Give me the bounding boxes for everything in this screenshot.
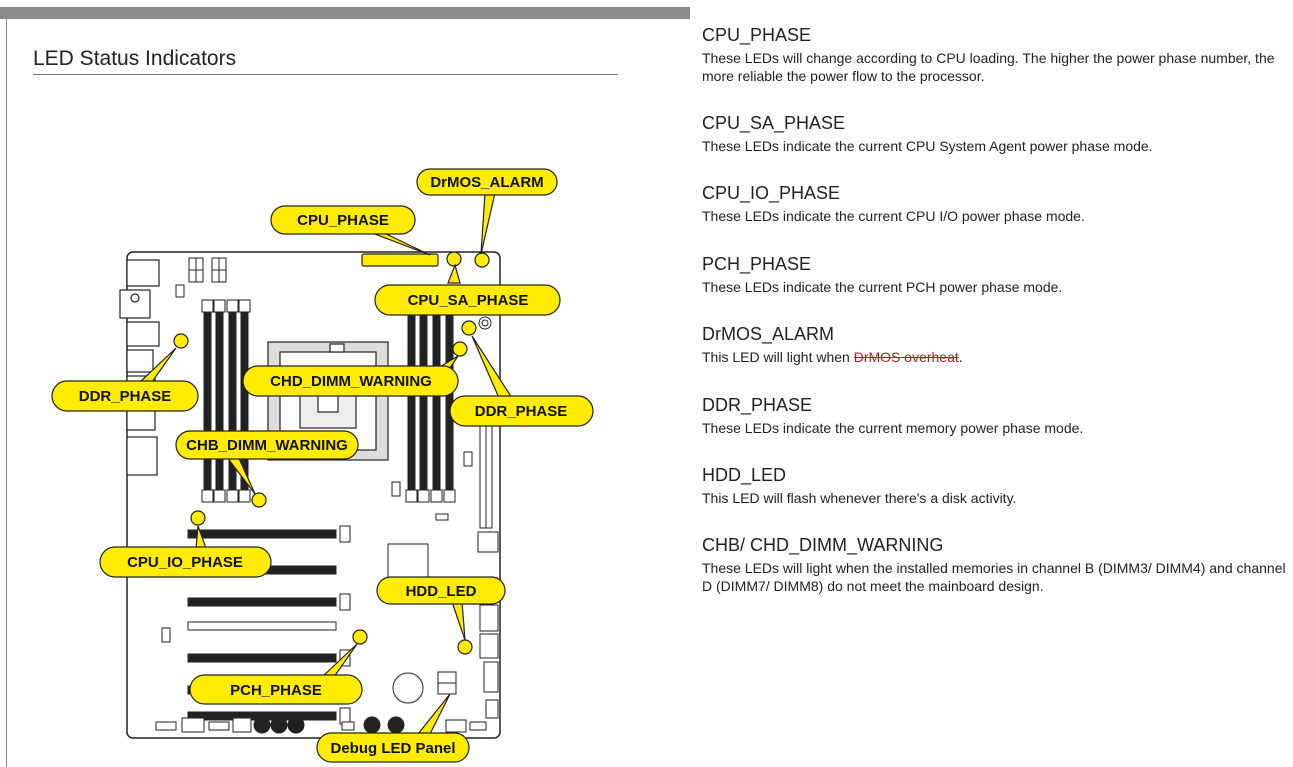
callout-cpu-sa-phase: CPU_SA_PHASE: [374, 284, 561, 316]
ddr-phase-right-leds: [461, 320, 477, 336]
desc-cpu-io-phase: CPU_IO_PHASE These LEDs indicate the cur…: [702, 182, 1287, 225]
motherboard-diagram: DrMOS_ALARM CPU_PHASE CPU_SA_PHASE CHD_D…: [51, 168, 594, 763]
hdd-led: [457, 639, 473, 655]
desc-heading: HDD_LED: [702, 465, 787, 485]
desc-body: These LEDs will change according to CPU …: [702, 50, 1275, 84]
section-title: LED Status Indicators: [33, 47, 237, 70]
desc-cpu-sa-phase: CPU_SA_PHASE These LEDs indicate the cur…: [702, 112, 1287, 155]
desc-body: This LED will light when DrMOS overheat.: [702, 349, 963, 365]
desc-body: These LEDs indicate the current CPU I/O …: [702, 208, 1085, 224]
desc-pch-phase: PCH_PHASE These LEDs indicate the curren…: [702, 253, 1287, 296]
desc-heading: CPU_SA_PHASE: [702, 113, 846, 133]
callout-hdd-led: HDD_LED: [376, 576, 506, 605]
callout-pch-phase: PCH_PHASE: [189, 674, 363, 705]
power-connectors: [175, 257, 227, 298]
desc-hdd-led: HDD_LED This LED will flash whenever the…: [702, 464, 1287, 507]
desc-heading: CHB/ CHD_DIMM_WARNING: [702, 535, 944, 555]
right-side-connectors: [391, 316, 499, 719]
svg-text:HDD_LED: HDD_LED: [406, 583, 477, 600]
dimm-slots-left: [201, 299, 251, 503]
callout-chd-dimm-warning: CHD_DIMM_WARNING: [242, 365, 459, 397]
chb-dimm-warning-leds: [251, 492, 267, 508]
left-margin-rule: [6, 19, 7, 767]
callout-chb-dimm-warning: CHB_DIMM_WARNING: [175, 430, 359, 460]
desc-ddr-phase: DDR_PHASE These LEDs indicate the curren…: [702, 394, 1287, 437]
chd-dimm-warning-leds: [452, 341, 468, 357]
desc-heading: DDR_PHASE: [702, 395, 813, 415]
title-underline: [33, 74, 618, 75]
desc-heading: CPU_IO_PHASE: [702, 183, 841, 203]
callout-debug-led-panel: Debug LED Panel: [316, 732, 470, 763]
desc-dimm-warning: CHB/ CHD_DIMM_WARNING These LEDs will li…: [702, 534, 1287, 595]
svg-text:DrMOS_ALARM: DrMOS_ALARM: [430, 174, 543, 191]
callout-cpu-phase: CPU_PHASE: [270, 205, 416, 235]
desc-body: This LED will flash whenever there's a d…: [702, 490, 1017, 506]
header-bar: [0, 7, 690, 19]
callout-cpu-io-phase: CPU_IO_PHASE: [99, 546, 272, 578]
desc-cpu-phase: CPU_PHASE These LEDs will change accordi…: [702, 24, 1287, 85]
cpu-sa-phase-leds: [446, 251, 462, 267]
ddr-phase-left-leds: [173, 333, 189, 349]
cpu-io-phase-leds: [190, 510, 206, 526]
desc-heading: CPU_PHASE: [702, 25, 812, 45]
desc-body: These LEDs indicate the current CPU Syst…: [702, 138, 1153, 154]
svg-text:PCH_PHASE: PCH_PHASE: [230, 682, 322, 699]
svg-text:Debug LED Panel: Debug LED Panel: [330, 740, 455, 757]
cpu-phase-leds: [361, 253, 439, 267]
desc-heading: PCH_PHASE: [702, 254, 812, 274]
chipset-area: [161, 543, 457, 704]
atx-connector: [479, 419, 493, 529]
svg-text:CHD_DIMM_WARNING: CHD_DIMM_WARNING: [270, 373, 432, 390]
svg-text:DDR_PHASE: DDR_PHASE: [79, 388, 172, 405]
pch-phase-leds: [352, 629, 368, 645]
callout-drmos-alarm: DrMOS_ALARM: [416, 168, 558, 196]
strikethrough-text: DrMOS overheat: [853, 349, 959, 365]
callout-ddr-phase-left: DDR_PHASE: [51, 380, 199, 412]
desc-drmos-alarm: DrMOS_ALARM This LED will light when DrM…: [702, 323, 1287, 366]
svg-text:CPU_PHASE: CPU_PHASE: [297, 212, 389, 229]
callout-ddr-phase-right: DDR_PHASE: [449, 395, 594, 427]
drmos-alarm-led: [474, 252, 490, 268]
desc-body: These LEDs will light when the installed…: [702, 560, 1286, 594]
svg-text:CPU_SA_PHASE: CPU_SA_PHASE: [408, 292, 529, 309]
desc-body: These LEDs indicate the current PCH powe…: [702, 279, 1063, 295]
svg-text:DDR_PHASE: DDR_PHASE: [475, 403, 568, 420]
desc-heading: DrMOS_ALARM: [702, 324, 835, 344]
desc-body: These LEDs indicate the current memory p…: [702, 420, 1084, 436]
bottom-headers: [155, 716, 487, 734]
svg-text:CPU_IO_PHASE: CPU_IO_PHASE: [127, 554, 243, 571]
svg-text:CHB_DIMM_WARNING: CHB_DIMM_WARNING: [186, 437, 348, 454]
